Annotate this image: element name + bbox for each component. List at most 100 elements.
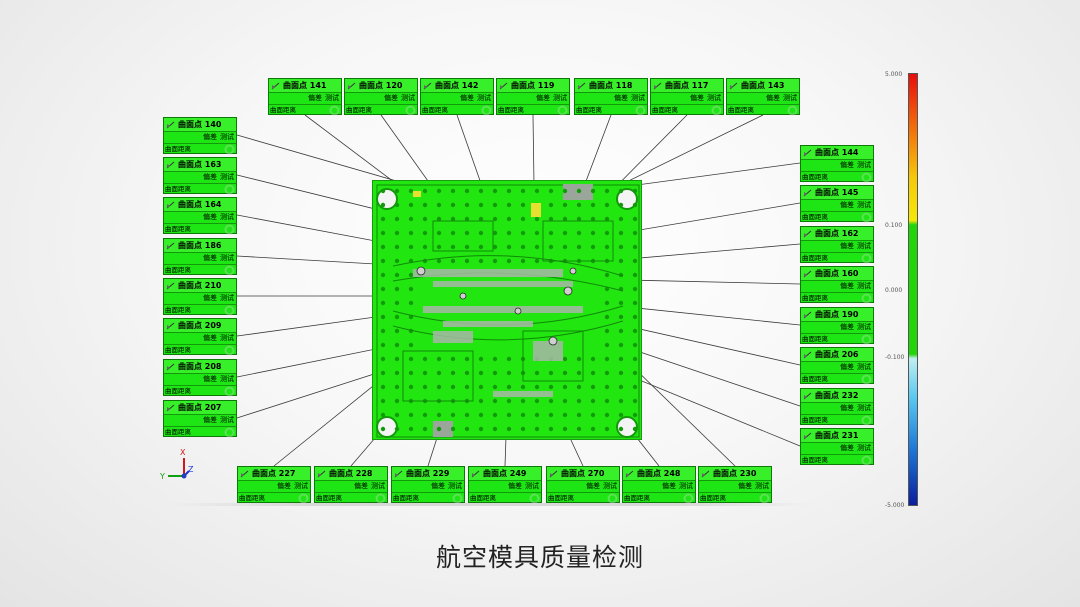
plate-hole (394, 314, 400, 320)
plate-hole (632, 426, 638, 432)
pass-status-icon (225, 266, 234, 275)
callout-header: 曲面点 248 (623, 467, 695, 481)
callout-title: 曲面点 231 (815, 430, 859, 440)
deviation-header: 偏差 (308, 94, 322, 102)
plate-hole (394, 286, 400, 292)
callout-column-headers: 偏差测试 (575, 93, 647, 105)
color-scale-label: -5.000 (885, 502, 905, 509)
plate-hole (618, 244, 624, 250)
plate-hole (422, 356, 428, 362)
plate-hole (548, 370, 554, 376)
plate-hole (604, 188, 610, 194)
plate-hole (548, 216, 554, 222)
plate-hole (464, 230, 470, 236)
plate-hole (464, 370, 470, 376)
deviation-header: 偏差 (614, 94, 628, 102)
plate-hole (632, 412, 638, 418)
plate-hole (380, 398, 386, 404)
surface-distance-label: 曲面距离 (548, 494, 574, 503)
pass-status-icon (712, 106, 721, 115)
plate-hole (408, 412, 414, 418)
plate-hole (604, 230, 610, 236)
plate-hole (422, 412, 428, 418)
surface-point-icon (271, 82, 280, 89)
plate-hole (604, 202, 610, 208)
callout-column-headers: 偏差测试 (164, 415, 236, 427)
plate-hole (562, 384, 568, 390)
plate-hole (590, 426, 596, 432)
deviation-header: 偏差 (738, 482, 752, 490)
surface-distance-label: 曲面距离 (422, 106, 448, 115)
pass-status-icon (558, 106, 567, 115)
plate-hole (436, 188, 442, 194)
surface-distance-label: 曲面距离 (239, 494, 265, 503)
plate-hole (492, 258, 498, 264)
mold-plate-model[interactable] (372, 180, 642, 440)
callout-title: 曲面点 210 (178, 280, 222, 290)
test-header: 测试 (783, 94, 797, 102)
plate-hole (562, 244, 568, 250)
plate-hole (562, 216, 568, 222)
deviation-header: 偏差 (203, 375, 217, 383)
plate-hole (562, 230, 568, 236)
callout-column-headers: 偏差测试 (345, 93, 417, 105)
plate-hole (380, 202, 386, 208)
callout-title: 曲面点 143 (741, 80, 785, 90)
plate-hole (436, 202, 442, 208)
callout-column-headers: 偏差测试 (469, 481, 541, 493)
surface-distance-label: 曲面距离 (624, 494, 650, 503)
plate-hole (450, 356, 456, 362)
pass-status-icon (376, 494, 385, 503)
callout-column-headers: 偏差测试 (238, 481, 310, 493)
plate-hole (534, 258, 540, 264)
plate-hole (632, 370, 638, 376)
surface-distance-label: 曲面距离 (802, 375, 828, 384)
pass-status-icon (453, 494, 462, 503)
plate-hole (436, 384, 442, 390)
pass-status-icon (406, 106, 415, 115)
plate-hole (604, 342, 610, 348)
plate-hole (380, 188, 386, 194)
surface-point-icon (166, 161, 175, 168)
plate-hole (618, 188, 624, 194)
callout-title: 曲面点 270 (561, 468, 605, 478)
plate-hole (394, 216, 400, 222)
plate-hole (492, 412, 498, 418)
callout-header: 曲面点 270 (547, 467, 619, 481)
plate-hole (632, 398, 638, 404)
surface-point-icon (166, 242, 175, 249)
plate-hole (576, 384, 582, 390)
plate-hole (590, 216, 596, 222)
test-header: 测试 (857, 161, 871, 169)
